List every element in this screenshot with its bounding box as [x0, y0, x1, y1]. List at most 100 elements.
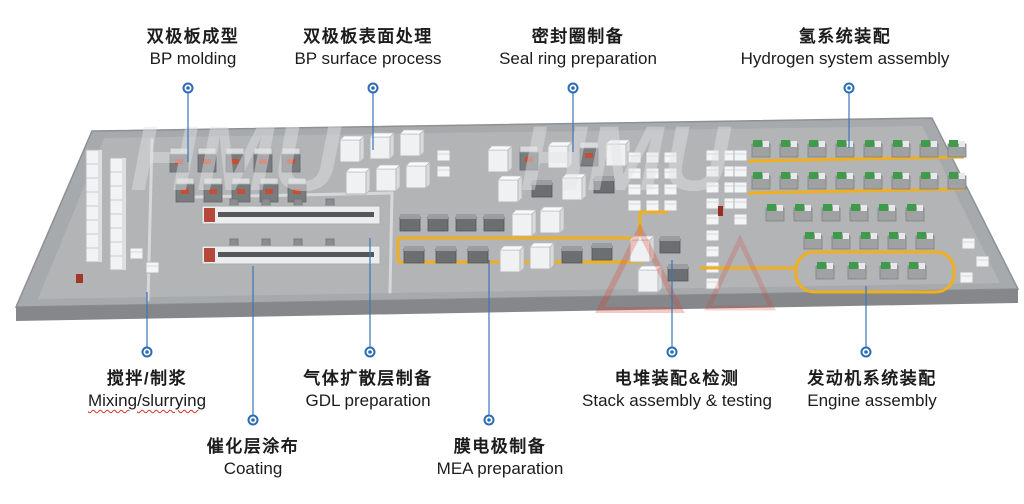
- assembly-bench: [863, 171, 883, 190]
- dark-machine: [427, 213, 449, 232]
- assembly-bench: [891, 139, 911, 158]
- label-mea-zh: 膜电极制备: [453, 437, 547, 456]
- label-bp-surface: 双极板表面处理 BP surface process: [294, 26, 441, 70]
- assembly-bench: [849, 203, 869, 222]
- connector-coating: [247, 266, 259, 426]
- dark-machine: [435, 245, 457, 264]
- storage-box: [705, 229, 720, 242]
- storage-box: [436, 149, 451, 162]
- red-logo-watermark: [704, 234, 776, 311]
- connector-hydrogen: [843, 82, 855, 148]
- dark-machine: [467, 245, 489, 264]
- area-mea: [396, 206, 668, 273]
- storage-box: [961, 237, 976, 250]
- cabinet-machine: [529, 242, 555, 270]
- assembly-bench: [793, 203, 813, 222]
- assembly-bench: [751, 171, 771, 190]
- assembly-bench: [887, 231, 907, 250]
- assembly-bench: [907, 261, 927, 280]
- assembly-bench: [919, 171, 939, 190]
- label-seal-ring-zh: 密封圈制备: [531, 27, 625, 46]
- storage-box: [733, 197, 748, 210]
- connector-stack: [666, 260, 678, 358]
- assembly-bench: [947, 139, 967, 158]
- assembly-bench: [807, 171, 827, 190]
- dark-machine: [399, 213, 421, 232]
- storage-box: [145, 261, 160, 274]
- watermark-text: HMU: [520, 108, 732, 210]
- cabinet-machine: [405, 161, 431, 189]
- assembly-bench: [877, 203, 897, 222]
- small-red-unit: [76, 274, 83, 283]
- storage-box: [733, 213, 748, 226]
- conveyor-line: [747, 155, 965, 163]
- cabinet-machine: [499, 245, 525, 273]
- label-bp-surface-en: BP surface process: [294, 49, 442, 68]
- storage-box: [733, 181, 748, 194]
- dark-machine: [403, 245, 425, 264]
- dark-machine: [455, 213, 477, 232]
- connector-mea: [483, 260, 495, 426]
- assembly-bench: [879, 261, 899, 280]
- area-mixing: [76, 149, 160, 283]
- assembly-bench: [863, 139, 883, 158]
- assembly-bench: [905, 203, 925, 222]
- assembly-bench: [915, 231, 935, 250]
- label-hydrogen-assembly-zh: 氢系统装配: [798, 27, 892, 46]
- assembly-bench: [859, 231, 879, 250]
- cabinet-machine: [375, 164, 401, 192]
- assembly-bench: [847, 261, 867, 280]
- assembly-bench: [815, 261, 835, 280]
- assembly-bench: [779, 139, 799, 158]
- shelf-rack: [85, 149, 103, 263]
- cabinet-machine: [339, 135, 365, 163]
- label-seal-ring-en: Seal ring preparation: [499, 49, 657, 68]
- assembly-bench: [891, 171, 911, 190]
- connectors: [141, 82, 872, 426]
- connector-gdl: [364, 238, 376, 358]
- storage-box: [733, 165, 748, 178]
- assembly-bench: [765, 203, 785, 222]
- label-coating-zh: 催化层涂布: [206, 437, 300, 456]
- storage-box: [705, 245, 720, 258]
- wall-coating-right: [388, 191, 394, 294]
- watermark-text: HMU: [130, 108, 342, 210]
- conveyor-line: [638, 210, 668, 238]
- label-gdl: 气体扩散层制备 GDL preparation: [303, 368, 433, 412]
- label-mea: 膜电极制备 MEA preparation: [437, 436, 564, 480]
- label-gdl-zh: 气体扩散层制备: [303, 369, 433, 388]
- label-engine-assembly: 发动机系统装配 Engine assembly: [807, 368, 937, 412]
- label-stack-assembly: 电堆装配&检测 Stack assembly & testing: [582, 368, 772, 412]
- label-stack-assembly-zh: 电堆装配&检测: [614, 369, 740, 388]
- connector-mixing: [141, 292, 153, 358]
- storage-box: [129, 247, 144, 260]
- area-stack-assembly: [629, 206, 723, 293]
- label-mixing: 搅拌/制浆 Mixing/slurrying: [88, 368, 206, 412]
- cabinet-machine: [345, 167, 371, 195]
- storage-box: [436, 165, 451, 178]
- storage-box: [975, 255, 990, 268]
- dark-machine: [591, 242, 613, 261]
- cabinet-machine: [399, 129, 425, 157]
- label-hydrogen-assembly-en: Hydrogen system assembly: [740, 49, 950, 68]
- assembly-bench: [807, 139, 827, 158]
- label-mea-en: MEA preparation: [436, 459, 564, 478]
- assembly-bench: [821, 203, 841, 222]
- cabinet-machine: [539, 206, 565, 234]
- cabinet-machine: [487, 145, 513, 173]
- assembly-bench: [831, 231, 851, 250]
- connector-bp-molding: [182, 82, 194, 162]
- label-gdl-en: GDL preparation: [305, 391, 431, 410]
- area-engine-assembly: [700, 231, 990, 294]
- dark-machine: [667, 263, 689, 282]
- dark-machine: [483, 213, 505, 232]
- assembly-bench: [919, 139, 939, 158]
- floor-front-edge: [16, 289, 1018, 321]
- connector-seal-ring: [567, 82, 579, 152]
- red-logo-watermark: [595, 223, 685, 313]
- conveyor-loop: [794, 250, 956, 294]
- assembly-bench: [779, 171, 799, 190]
- label-engine-assembly-zh: 发动机系统装配: [807, 369, 937, 388]
- label-mixing-zh: 搅拌/制浆: [106, 369, 188, 388]
